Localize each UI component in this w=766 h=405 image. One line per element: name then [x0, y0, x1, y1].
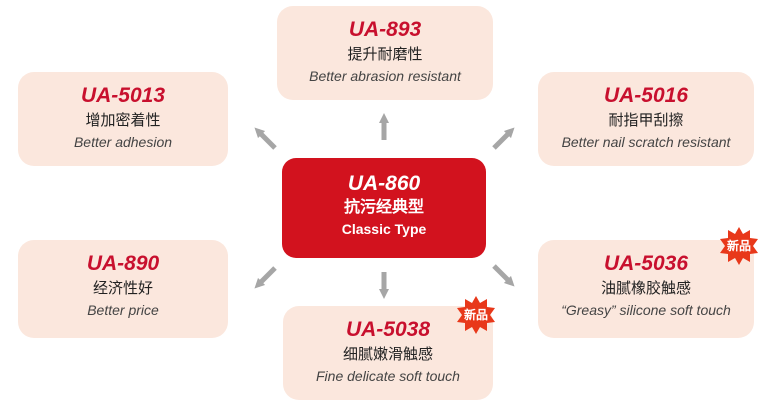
arrow-down-right: [492, 264, 515, 287]
card-top-en: Better abrasion resistant: [309, 68, 461, 84]
card-center: UA-860 抗污经典型 Classic Type: [282, 158, 486, 258]
card-bottom-left-cn: 经济性好: [92, 280, 153, 297]
card-bottom-left: UA-890 经济性好 Better price: [18, 240, 228, 338]
arrow-up-right: [492, 127, 515, 150]
card-top-cn: 提升耐磨性: [347, 46, 423, 63]
card-center-en: Classic Type: [341, 221, 427, 237]
card-bottom: UA-5038 细腻嫩滑触感 Fine delicate soft touch: [283, 306, 493, 400]
card-top-right-cn: 耐指甲刮擦: [608, 112, 684, 129]
card-top-code: UA-893: [348, 18, 422, 41]
card-top-left-code: UA-5013: [80, 84, 166, 107]
new-badge-bottom-right: 新品: [719, 226, 759, 266]
new-badge-bottom-right-label: 新品: [726, 239, 751, 253]
card-bottom-right-en: “Greasy” silicone soft touch: [561, 302, 731, 318]
card-top-left-cn: 增加密着性: [85, 112, 161, 129]
card-bottom-en: Fine delicate soft touch: [316, 368, 460, 384]
new-badge-bottom: 新品: [456, 295, 496, 335]
starburst-icon: [457, 296, 495, 334]
card-top-right: UA-5016 耐指甲刮擦 Better nail scratch resist…: [538, 72, 754, 166]
starburst-icon: [720, 227, 758, 265]
card-top-right-code: UA-5016: [603, 84, 689, 107]
card-bottom-right-cn: 油腻橡胶触感: [600, 280, 691, 297]
arrow-down-left: [254, 266, 277, 289]
card-bottom-right: UA-5036 油腻橡胶触感 “Greasy” silicone soft to…: [538, 240, 754, 338]
card-bottom-left-en: Better price: [87, 302, 159, 318]
new-badge-bottom-label: 新品: [463, 308, 488, 322]
card-top-left-en: Better adhesion: [73, 134, 173, 150]
card-bottom-code: UA-5038: [345, 318, 431, 341]
card-top-left: UA-5013 增加密着性 Better adhesion: [18, 72, 228, 166]
card-center-code: UA-860: [347, 172, 421, 195]
arrow-up-left: [254, 127, 277, 150]
card-bottom-right-code: UA-5036: [603, 252, 689, 275]
card-top-right-en: Better nail scratch resistant: [561, 134, 731, 150]
card-center-cn: 抗污经典型: [343, 199, 424, 216]
card-bottom-cn: 细腻嫩滑触感: [342, 346, 433, 363]
card-bottom-left-code: UA-890: [86, 252, 160, 275]
card-top: UA-893 提升耐磨性 Better abrasion resistant: [277, 6, 493, 100]
